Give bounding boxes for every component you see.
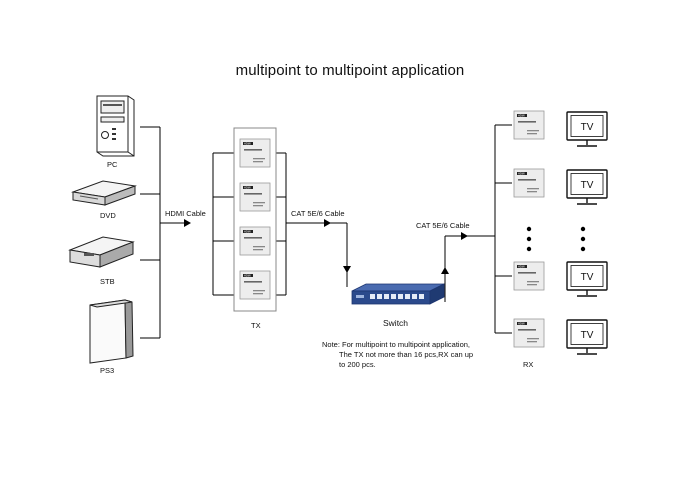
cat-cable-label-rx: CAT 5E/6 Cable [416,221,470,230]
rx-extender-1: HDMI [513,110,545,140]
ps3-console-icon [89,299,134,364]
diagram-title: multipoint to multipoint application [235,62,465,79]
tv-label: TV [581,272,594,283]
device-brand-text: HDMI [518,322,525,326]
tv-label: TV [581,122,594,133]
tx-extender-1: HDMI [239,138,271,168]
rx-extender-4: HDMI [513,318,545,348]
device-brand-text: HDMI [518,114,525,118]
rx-extender-2: HDMI [513,168,545,198]
tx-extender-3: HDMI [239,226,271,256]
device-brand-text: HDMI [244,230,251,234]
source-label-stb: STB [100,277,115,286]
rx-label: RX [523,360,534,369]
device-brand-text: HDMI [244,142,251,146]
device-brand-text: HDMI [518,265,525,269]
tx-label: TX [251,321,261,330]
pc-icon [96,95,135,157]
set-top-box-icon [68,236,135,268]
dvd-player-icon [71,180,137,206]
tv-icon: TV [566,169,608,205]
device-brand-text: HDMI [244,186,251,190]
note-line-3: to 200 pcs. [339,360,376,369]
rx-extender-3: HDMI [513,261,545,291]
tv-label: TV [581,180,594,191]
tv-icon: TV [566,261,608,297]
tv-icon: TV [566,319,608,355]
note-line-1: Note: For multipoint to multipoint appli… [322,340,470,349]
source-label-dvd: DVD [100,211,116,220]
note-text: Note: For multipoint to multipoint appli… [322,340,473,370]
switch-label: Switch [383,318,409,328]
source-label-ps3: PS3 [100,366,115,375]
more-devices-dots [526,226,586,252]
device-brand-text: HDMI [244,274,251,278]
note-line-2: The TX not more than 16 pcs,RX can up [339,350,474,359]
tx-extender-4: HDMI [239,270,271,300]
network-switch-icon [351,283,445,305]
device-brand-text: HDMI [518,172,525,176]
tx-extender-2: HDMI [239,182,271,212]
tv-label: TV [581,330,594,341]
tv-icon: TV [566,111,608,147]
hdmi-cable-label: HDMI Cable [165,209,206,218]
cat-cable-label-tx: CAT 5E/6 Cable [291,209,345,218]
source-label-pc: PC [107,160,118,169]
